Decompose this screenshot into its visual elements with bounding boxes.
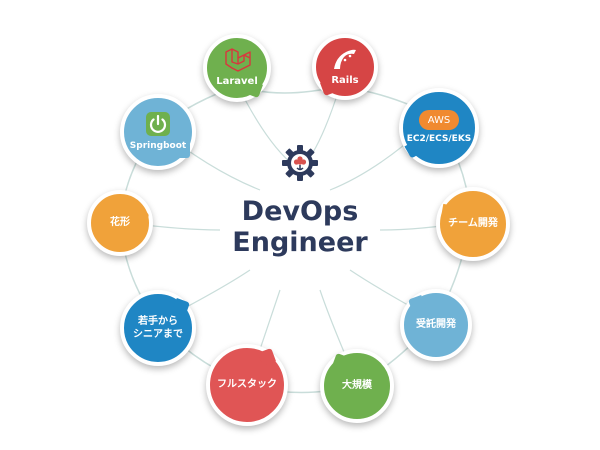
bubble-label: EC2/ECS/EKS	[406, 134, 472, 145]
bubble-label: Rails	[331, 74, 359, 86]
bubble-hanagata: 花形	[87, 190, 153, 256]
spring-power-icon	[146, 112, 170, 137]
laravel-icon	[225, 48, 251, 72]
bubble-team-development: チーム開発	[436, 187, 510, 261]
center-title-line2: Engineer	[232, 227, 368, 258]
bubble-label: Springboot	[129, 141, 187, 152]
bubble-contract-development: 受託開発	[400, 289, 472, 361]
bubble-label-line2: シニアまで	[133, 329, 183, 340]
connector-inner	[119, 85, 471, 386]
aws-cloud-icon: AWS	[419, 110, 459, 131]
bubble-label: チーム開発	[448, 218, 498, 230]
bubble-label: フルスタック	[217, 379, 277, 391]
bubble-label: 花形	[110, 217, 130, 229]
bubble-junior-to-senior: 若手から シニアまで	[120, 290, 196, 366]
bubble-fullstack: フルスタック	[206, 344, 288, 426]
bubble-laravel: Laravel	[203, 34, 271, 102]
bubble-large-scale: 大規模	[320, 349, 394, 423]
center-title: DevOps Engineer	[200, 196, 400, 258]
connector-ring	[119, 85, 471, 394]
bubble-springboot: Springboot	[120, 94, 196, 170]
bubble-rails: Rails	[312, 34, 378, 100]
rails-icon	[334, 49, 356, 69]
center-title-line1: DevOps	[241, 196, 359, 227]
gear-flower-icon	[282, 145, 318, 181]
bubble-label: Laravel	[216, 75, 258, 87]
bubble-label: 受託開発	[416, 319, 456, 331]
bubble-label: 大規模	[342, 380, 372, 392]
bubble-label-line1: 若手から	[138, 315, 178, 327]
bubble-aws: AWS EC2/ECS/EKS	[399, 88, 479, 168]
